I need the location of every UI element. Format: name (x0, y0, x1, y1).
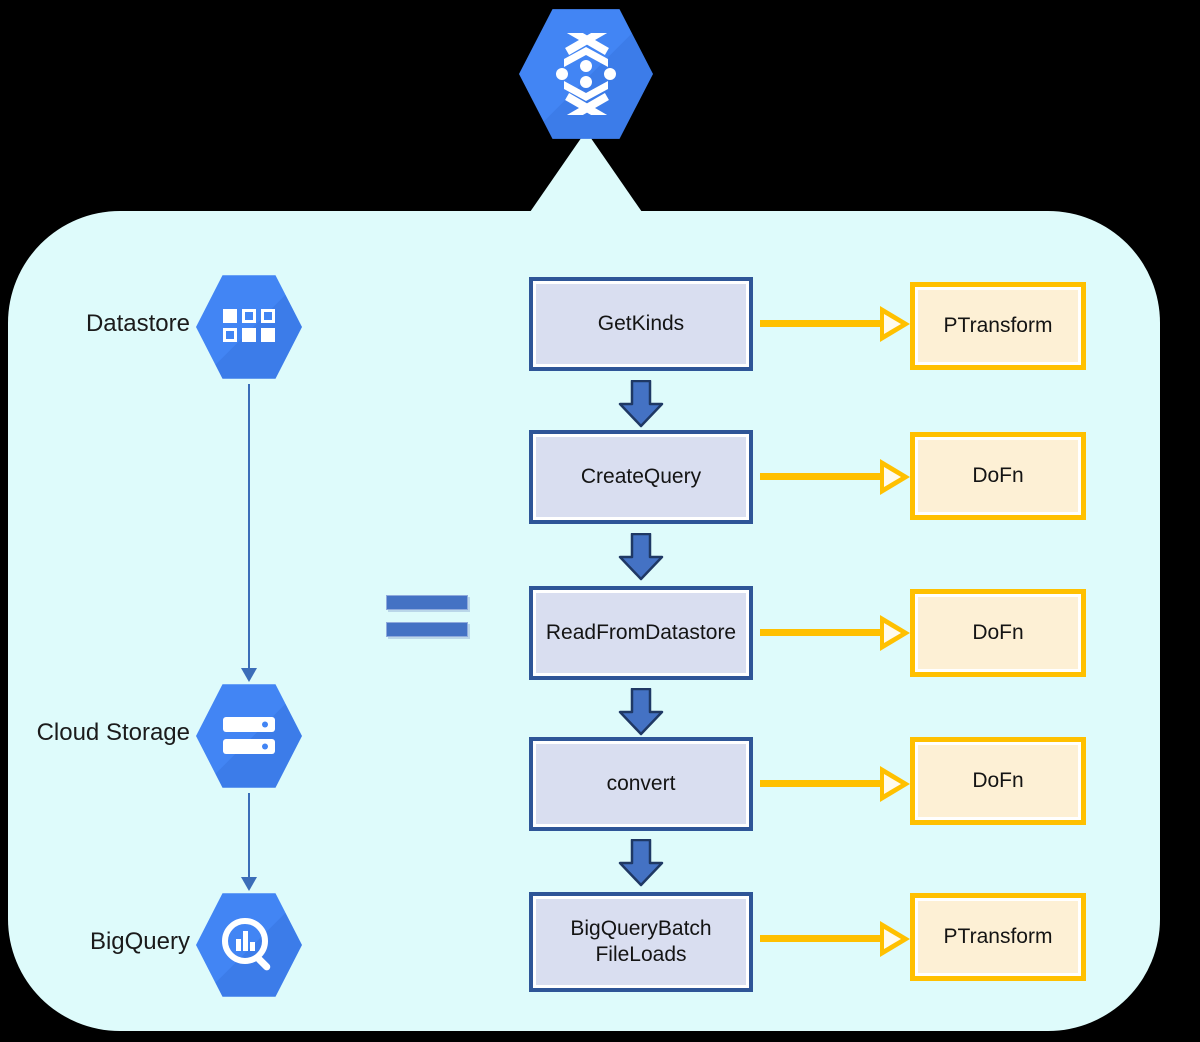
service-label-cloud-storage: Cloud Storage (36, 719, 190, 746)
bigquery-glyph (196, 893, 302, 996)
connector-datastore-to-storage (248, 384, 250, 670)
flow-arrow-down-4 (618, 838, 664, 887)
equals-bar-top (386, 595, 468, 610)
cloud-storage-glyph (196, 684, 302, 787)
type-connector-line-convert (760, 780, 880, 787)
datastore-glyph (196, 275, 302, 378)
flow-arrow-down-2 (618, 532, 664, 581)
step-box-getkinds[interactable]: GetKinds (529, 277, 753, 371)
type-box-dofn-convert[interactable]: DoFn (910, 737, 1086, 825)
step-box-readfromdatastore[interactable]: ReadFromDatastore (529, 586, 753, 680)
step-label: CreateQuery (580, 464, 702, 488)
step-label: GetKinds (597, 311, 685, 335)
type-connector-line-readfromdatastore (760, 629, 880, 636)
step-box-createquery[interactable]: CreateQuery (529, 430, 753, 524)
step-label: ReadFromDatastore (545, 620, 737, 644)
cloud-dataflow-glyph (519, 9, 653, 139)
service-label-bigquery: BigQuery (89, 928, 190, 955)
type-box-dofn-readfromdatastore[interactable]: DoFn (910, 589, 1086, 677)
type-connector-arrowhead (880, 459, 910, 495)
cloud-dataflow-icon (519, 9, 653, 139)
equals-bar-bottom (386, 622, 468, 637)
type-connector-arrowhead (880, 766, 910, 802)
step-label: convert (606, 771, 676, 795)
type-connector-arrowhead (880, 306, 910, 342)
type-label: DoFn (972, 768, 1024, 792)
type-box-ptransform-getkinds[interactable]: PTransform (910, 282, 1086, 370)
panel-notch (530, 131, 642, 212)
type-box-dofn-createquery[interactable]: DoFn (910, 432, 1086, 520)
type-connector-line-createquery (760, 473, 880, 480)
type-label: DoFn (972, 620, 1024, 644)
type-connector-line-bigquerybatchfileloads (760, 935, 880, 942)
type-label: PTransform (943, 924, 1053, 948)
step-label-line2: FileLoads (595, 943, 687, 966)
step-label-line1: BigQueryBatch (570, 916, 712, 940)
type-connector-line-getkinds (760, 320, 880, 327)
type-label: PTransform (943, 313, 1053, 337)
connector-arrowhead (241, 668, 257, 682)
step-box-bigquerybatchfileloads[interactable]: BigQueryBatch FileLoads (529, 892, 753, 992)
flow-arrow-down-3 (618, 687, 664, 736)
type-connector-arrowhead (880, 921, 910, 957)
service-label-datastore: Datastore (85, 310, 190, 337)
step-box-convert[interactable]: convert (529, 737, 753, 831)
type-box-ptransform-bigquerybatchfileloads[interactable]: PTransform (910, 893, 1086, 981)
type-label: DoFn (972, 463, 1024, 487)
connector-arrowhead (241, 877, 257, 891)
type-connector-arrowhead (880, 615, 910, 651)
connector-storage-to-bigquery (248, 793, 250, 879)
flow-arrow-down-1 (618, 379, 664, 428)
